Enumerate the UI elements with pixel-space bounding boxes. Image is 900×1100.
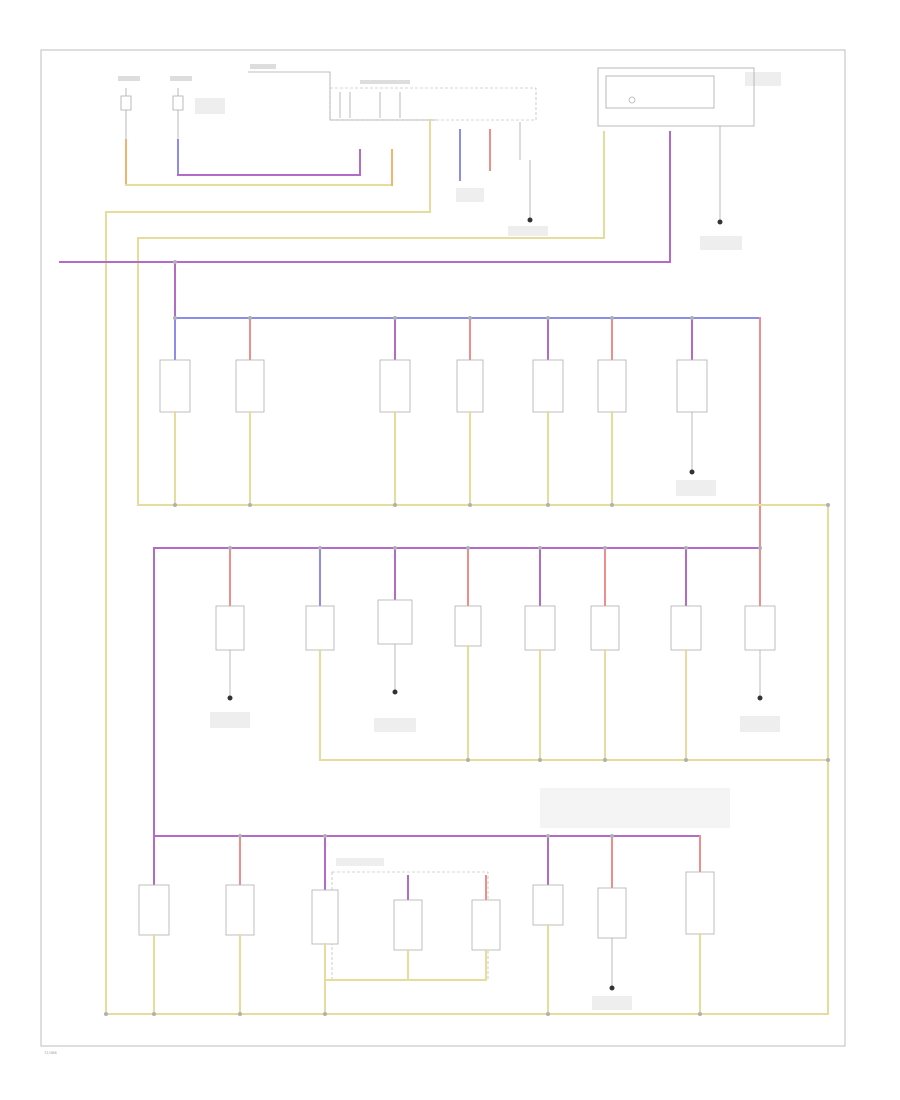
sheet-number: 72/3B6 bbox=[44, 1051, 58, 1055]
control-unit-box bbox=[329, 87, 537, 121]
top-section bbox=[59, 64, 781, 1015]
fuse-2 bbox=[172, 88, 225, 140]
fuse-box-bracket bbox=[248, 71, 436, 121]
switch-lamp bbox=[454, 547, 482, 761]
ground-label bbox=[508, 226, 548, 236]
fuse-label-2 bbox=[170, 76, 192, 81]
switch-lamp bbox=[311, 835, 339, 1015]
fuse-box-label bbox=[250, 64, 276, 69]
switch-lamp bbox=[210, 547, 250, 728]
control-unit-pins bbox=[339, 92, 401, 118]
switch-lamp bbox=[685, 871, 715, 1015]
switch-lamp bbox=[590, 547, 620, 761]
switch-lamp bbox=[532, 317, 564, 506]
switch-lamp bbox=[471, 875, 501, 981]
fuse-1 bbox=[120, 88, 132, 140]
switch-lamp bbox=[532, 835, 564, 1015]
control-unit-label bbox=[360, 80, 410, 84]
ground-lead-1 bbox=[519, 122, 531, 218]
instrument-module-inner bbox=[605, 75, 715, 109]
switch-lamp bbox=[374, 547, 416, 732]
module-lamp-icon bbox=[628, 96, 636, 104]
ground-label bbox=[676, 480, 716, 496]
switch-lamp bbox=[225, 835, 255, 1015]
sub-assembly-label bbox=[336, 858, 384, 866]
switch-lamp bbox=[740, 547, 780, 732]
ground-icon bbox=[717, 219, 723, 225]
switch-lamp bbox=[456, 317, 484, 506]
connector-label bbox=[456, 188, 484, 202]
switch-lamp bbox=[159, 317, 191, 506]
switch-lamp bbox=[597, 317, 627, 506]
splice-nodes bbox=[104, 260, 830, 1016]
wire-yellow-top bbox=[125, 149, 393, 186]
fuse-label-1 bbox=[118, 76, 140, 81]
wire-violet-top bbox=[177, 149, 361, 176]
switch-lamp bbox=[676, 317, 708, 475]
row-3 bbox=[105, 788, 829, 1015]
switch-lamp bbox=[393, 875, 423, 981]
wire-yellow-left-bus bbox=[105, 119, 431, 1015]
legend-notes bbox=[540, 788, 730, 828]
switch-lamp bbox=[524, 547, 556, 761]
switch-lamp bbox=[235, 317, 265, 506]
diagram-frame bbox=[40, 49, 846, 1047]
instrument-module-outer bbox=[597, 67, 755, 127]
module-label bbox=[745, 72, 781, 86]
wire-violet-main-bus bbox=[59, 131, 671, 263]
row-2 bbox=[153, 547, 829, 837]
ground-icon bbox=[527, 217, 533, 223]
switch-lamp bbox=[670, 547, 702, 761]
wire-yellow-upper-return bbox=[137, 131, 605, 506]
switch-lamp bbox=[379, 317, 411, 506]
switch-lamp bbox=[592, 835, 632, 1010]
ground-label bbox=[700, 236, 742, 250]
switch-lamp bbox=[305, 547, 335, 661]
switch-lamp bbox=[138, 835, 170, 1015]
